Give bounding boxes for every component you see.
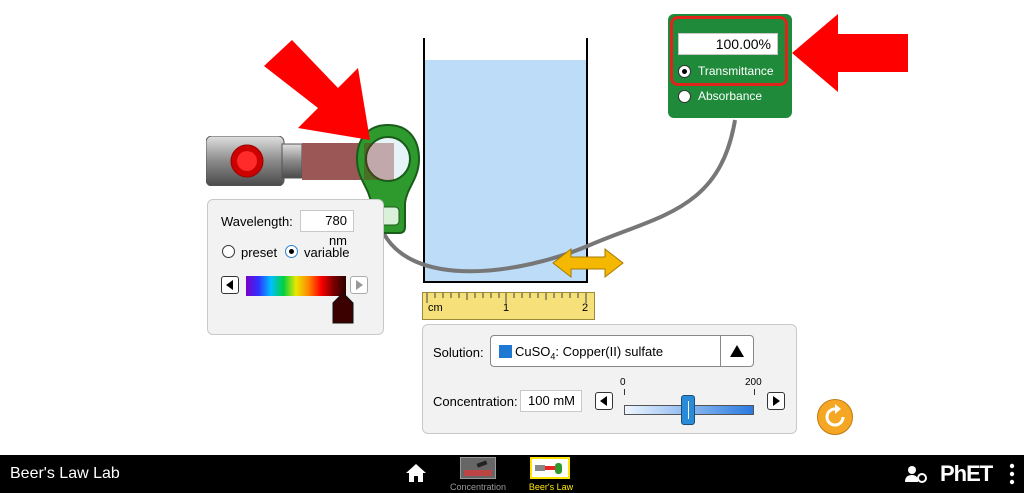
concentration-decrement-button[interactable] xyxy=(595,392,613,410)
navigation-bar: Beer's Law Lab Concentration Beer's Law … xyxy=(0,455,1024,493)
ruler-ticks xyxy=(426,293,587,303)
concentration-value: 100 mM xyxy=(520,390,582,412)
app-title: Beer's Law Lab xyxy=(10,465,120,482)
solution-formula-name: : Copper(II) sulfate xyxy=(555,344,664,359)
combobox-divider xyxy=(720,336,721,366)
left-triangle-icon xyxy=(226,280,233,290)
detector-cable xyxy=(380,119,737,274)
solution-panel: Solution: CuSO4: Copper(II) sulfate Conc… xyxy=(422,324,797,434)
beam-overlay xyxy=(364,143,394,180)
variable-radio[interactable] xyxy=(285,245,298,258)
annotation-arrow-right xyxy=(792,14,908,92)
preset-label[interactable]: preset xyxy=(241,245,278,260)
highlight-box xyxy=(670,16,788,86)
solution-name: CuSO4: Copper(II) sulfate xyxy=(515,344,663,362)
concentration-increment-button[interactable] xyxy=(767,392,785,410)
solution-formula-subscript: 4 xyxy=(550,351,556,362)
tab-concentration[interactable]: Concentration xyxy=(446,457,510,493)
phet-logo[interactable]: PhET xyxy=(940,461,993,486)
tab-beers-law[interactable]: Beer's Law xyxy=(520,457,582,493)
ruler-unit: cm xyxy=(428,302,443,314)
slider-tick-max xyxy=(754,389,755,395)
variable-label[interactable]: variable xyxy=(304,245,350,260)
slider-tick-min xyxy=(624,389,625,395)
wavelength-panel: Wavelength: 780 nm preset variable xyxy=(207,199,384,335)
concentration-slider-thumb[interactable] xyxy=(681,395,695,425)
detector-meter[interactable]: 100.00% Transmittance Absorbance xyxy=(668,14,792,118)
ruler-tick-2: 2 xyxy=(582,302,589,314)
solution-fill xyxy=(425,60,587,282)
wavelength-value: 780 nm xyxy=(300,210,354,248)
preset-radio[interactable] xyxy=(222,245,235,258)
tab-beers-law-label: Beer's Law xyxy=(528,482,574,492)
concentration-label: Concentration: xyxy=(433,394,518,409)
wavelength-increment-button[interactable] xyxy=(350,276,368,294)
beers-law-tab-icon xyxy=(530,457,570,479)
ruler-tick-1: 1 xyxy=(503,302,510,314)
reset-icon xyxy=(825,404,845,427)
user-settings-icon[interactable] xyxy=(904,464,928,484)
solution-label: Solution: xyxy=(433,345,484,360)
left-triangle-icon xyxy=(600,396,607,406)
cuvette-width-handle[interactable] xyxy=(551,247,625,279)
wavelength-thumb[interactable] xyxy=(332,292,354,324)
transmittance-radio[interactable] xyxy=(678,65,691,78)
more-options-icon[interactable] xyxy=(1008,463,1016,485)
solution-color-swatch xyxy=(499,345,512,358)
slider-max-label: 200 xyxy=(745,377,762,388)
right-triangle-icon xyxy=(356,280,363,290)
right-triangle-icon xyxy=(773,396,780,406)
wavelength-decrement-button[interactable] xyxy=(221,276,239,294)
absorbance-radio[interactable] xyxy=(678,90,691,103)
up-triangle-icon xyxy=(730,345,744,357)
wavelength-label: Wavelength: xyxy=(221,214,293,229)
solution-formula: CuSO xyxy=(515,344,551,359)
home-icon[interactable] xyxy=(405,463,427,483)
detector-readout: 100.00% xyxy=(678,33,778,55)
tab-concentration-label: Concentration xyxy=(449,482,507,492)
solution-combobox[interactable]: CuSO4: Copper(II) sulfate xyxy=(490,335,754,367)
slider-thumb-icon xyxy=(332,292,354,324)
reset-all-button[interactable] xyxy=(817,399,853,435)
annotation-arrow-left xyxy=(264,40,370,140)
concentration-tab-icon xyxy=(460,457,496,479)
absorbance-label: Absorbance xyxy=(698,89,763,103)
beaker xyxy=(423,38,588,283)
ruler[interactable]: cm 1 2 xyxy=(422,292,595,320)
wavelength-spectrum[interactable] xyxy=(246,276,346,296)
slider-min-label: 0 xyxy=(620,377,626,388)
transmittance-label: Transmittance xyxy=(698,64,774,78)
